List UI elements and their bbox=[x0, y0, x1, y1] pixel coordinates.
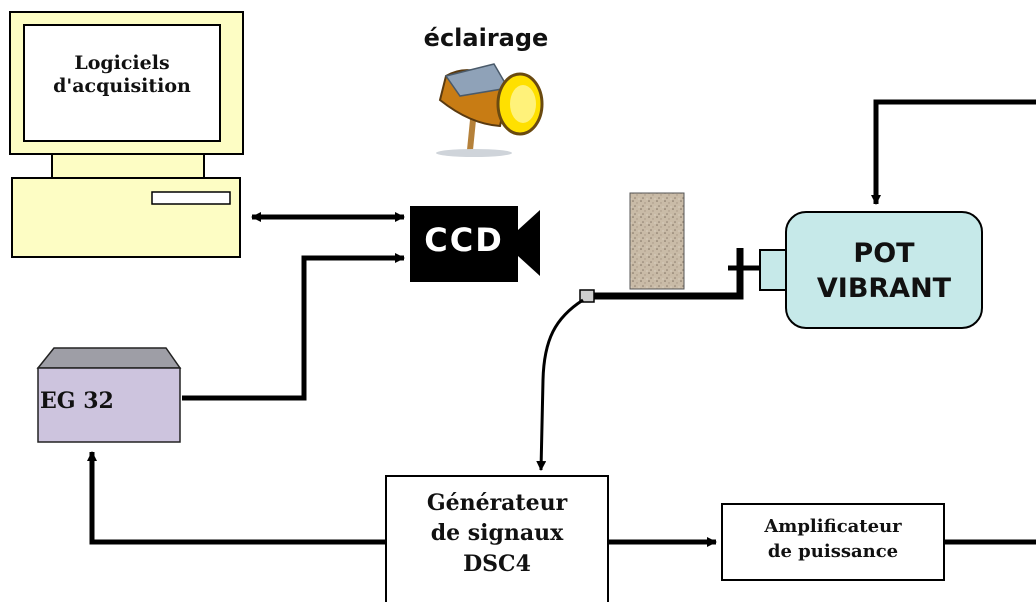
eg32-label: EG 32 bbox=[40, 388, 114, 414]
vibration-pot-icon bbox=[759, 211, 983, 329]
generator-label-line3: DSC4 bbox=[463, 550, 531, 577]
power-to-pot-link bbox=[871, 99, 1036, 205]
amplifier-label-line1: Amplificateur bbox=[764, 516, 902, 537]
lighting-label: éclairage bbox=[423, 24, 549, 52]
generator-label: Générateur de signaux DSC4 bbox=[386, 488, 608, 579]
camera-icon bbox=[410, 206, 540, 282]
shaker-label-line2: VIBRANT bbox=[816, 273, 952, 305]
spotlight-icon bbox=[436, 63, 544, 157]
shaker-label: POT VIBRANT bbox=[786, 236, 982, 306]
sample-block-icon bbox=[579, 192, 760, 303]
generator-label-line2: de signaux bbox=[430, 520, 564, 547]
disk-drive-slot bbox=[151, 191, 231, 205]
connections bbox=[87, 99, 1036, 547]
computer-icon bbox=[9, 11, 244, 258]
amplifier-label: Amplificateur de puissance bbox=[722, 514, 944, 564]
amplifier-label-line2: de puissance bbox=[767, 541, 899, 563]
eg32-to-ccd-link bbox=[182, 253, 405, 401]
computer-stand bbox=[51, 153, 205, 179]
computer-screen bbox=[23, 24, 221, 142]
sensor-head bbox=[579, 289, 595, 303]
generator-label-line1: Générateur bbox=[426, 490, 568, 516]
shaker-label-line1: POT bbox=[853, 238, 915, 269]
computer-label: Logiciels d'acquisition bbox=[53, 52, 191, 97]
sensor-cable-link bbox=[536, 298, 584, 471]
generator-to-eg32-link bbox=[87, 451, 386, 545]
eg32-box-icon bbox=[36, 347, 182, 443]
ccd-label: CCD bbox=[424, 221, 504, 259]
computer-case bbox=[11, 177, 241, 258]
